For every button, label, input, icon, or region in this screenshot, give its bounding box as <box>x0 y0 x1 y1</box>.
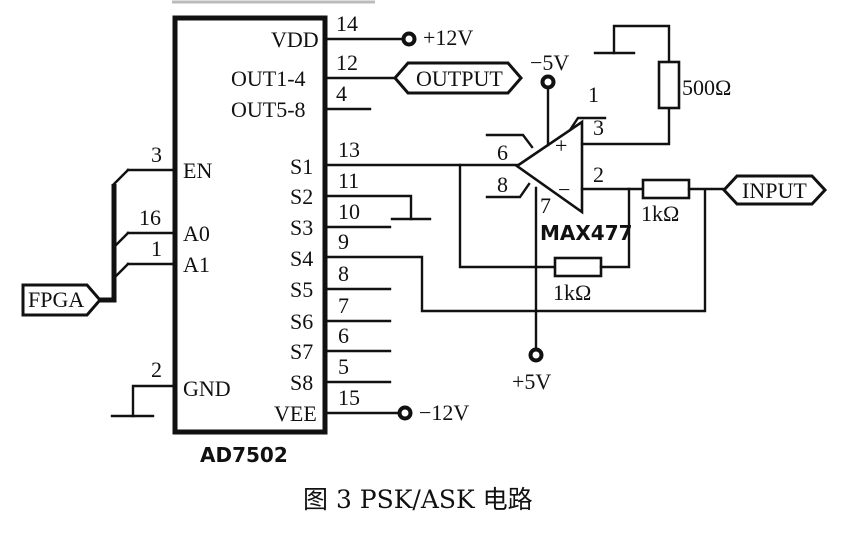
r1k-feedback-left-wire <box>458 163 557 269</box>
bus-branch-a0 <box>112 231 130 249</box>
resistor-500-ohm: 500Ω <box>593 24 731 110</box>
pin-1-wire <box>568 116 607 132</box>
pin-number-s2: 11 <box>338 168 359 193</box>
resistor-1k-input: 1kΩ INPUT <box>641 174 828 226</box>
input-port-label: INPUT <box>742 178 807 203</box>
r1k-feedback-right-wire <box>599 187 631 269</box>
figure-caption: 图 3 PSK/ASK 电路 <box>303 485 533 514</box>
ad7502-right-pins: +12V VDD 14 OUT1-4 12 OUTPUT OUT5-8 4 S1… <box>231 11 707 426</box>
neg5v-label: −5V <box>530 50 569 75</box>
fpga-bus: FPGA <box>21 168 130 317</box>
pin-label-gnd: GND <box>183 376 231 401</box>
pin-number-s1: 13 <box>338 137 360 162</box>
pin-label-s8: S8 <box>290 370 313 395</box>
pin-number-a1: 1 <box>151 236 162 261</box>
pin-number-s4: 9 <box>338 229 349 254</box>
pin-label-out1-4: OUT1-4 <box>231 66 306 91</box>
pin-label-s4: S4 <box>290 246 313 271</box>
fpga-bus-trunk <box>100 184 117 303</box>
r1k-feedback-body <box>553 256 603 278</box>
pin-label-en: EN <box>183 158 212 183</box>
pin-label-a0: A0 <box>183 221 210 246</box>
bus-branch-en <box>112 168 130 186</box>
r1k-input-label: 1kΩ <box>641 201 679 226</box>
max477-label: MAX477 <box>540 221 633 245</box>
pin-label-out5-8: OUT5-8 <box>231 97 306 122</box>
pin-label-vee: VEE <box>274 401 317 426</box>
neg5v-terminal <box>540 74 556 90</box>
pin-label-s2: S2 <box>290 184 313 209</box>
pin-number-en: 3 <box>151 142 162 167</box>
pin-number-out5-8: 4 <box>336 81 347 106</box>
pin-number-s5: 8 <box>338 261 349 286</box>
opamp-minus-sign: − <box>558 177 570 202</box>
pin-3-wire <box>580 104 671 146</box>
pin-number-s3: 10 <box>338 199 360 224</box>
pin-s4-wire <box>323 188 707 313</box>
bus-branch-a1 <box>112 262 130 280</box>
input-port-shape <box>721 174 828 206</box>
r1k-input-body <box>641 178 691 200</box>
pos5v-label: +5V <box>512 369 551 394</box>
pin-number-8: 8 <box>497 172 508 197</box>
pin-gnd-wire <box>131 384 177 418</box>
r500-body <box>657 60 681 110</box>
vee-supply-label: −12V <box>419 400 469 425</box>
pin-number-vdd: 14 <box>336 11 358 36</box>
pin-label-s1: S1 <box>290 154 313 179</box>
pin-label-s5: S5 <box>290 277 313 302</box>
pin-number-gnd: 2 <box>151 357 162 382</box>
pin-label-a1: A1 <box>183 252 210 277</box>
resistor-1k-feedback: 1kΩ <box>458 163 631 305</box>
vdd-terminal <box>401 31 417 47</box>
pin-number-s6: 7 <box>338 293 349 318</box>
pin-label-vdd: VDD <box>271 27 319 52</box>
vdd-supply-label: +12V <box>423 25 473 50</box>
output-port-label: OUTPUT <box>416 66 503 91</box>
ad7502-chip-body <box>172 15 328 435</box>
pin-label-s3: S3 <box>290 215 313 240</box>
pin-number-a0: 16 <box>139 205 161 230</box>
opamp-plus-sign: + <box>555 133 567 158</box>
pin-s2-wire <box>323 194 413 221</box>
pin-number-2: 2 <box>593 162 604 187</box>
r1k-feedback-label: 1kΩ <box>553 280 591 305</box>
ad7502-left-pins: EN 3 A0 16 A1 1 GND 2 <box>110 142 231 418</box>
pin-number-6: 6 <box>497 140 508 165</box>
pin-6-wire <box>485 133 534 149</box>
pin-label-s6: S6 <box>290 309 313 334</box>
pin-number-7: 7 <box>540 193 551 218</box>
pin-number-s8: 5 <box>338 354 349 379</box>
pos5v-terminal <box>528 347 544 363</box>
fpga-port-shape <box>21 283 102 317</box>
max477-opamp: + − MAX477 −5V +5V 7 1 6 8 3 2 <box>485 50 671 394</box>
ad7502-label: AD7502 <box>200 443 288 467</box>
vee-terminal <box>397 405 413 421</box>
pin-number-3: 3 <box>593 115 604 140</box>
opamp-triangle <box>514 119 584 215</box>
fpga-port-label: FPGA <box>28 287 84 312</box>
output-port-shape <box>393 61 523 95</box>
pin-label-s7: S7 <box>290 339 313 364</box>
r500-label: 500Ω <box>682 75 731 100</box>
pin-number-1: 1 <box>588 82 599 107</box>
pin-number-out1-4: 12 <box>336 50 358 75</box>
pin-8-wire <box>485 182 531 199</box>
pin-number-s7: 6 <box>338 323 349 348</box>
pin-number-vee: 15 <box>338 385 360 410</box>
r500-top-wire <box>612 24 671 64</box>
